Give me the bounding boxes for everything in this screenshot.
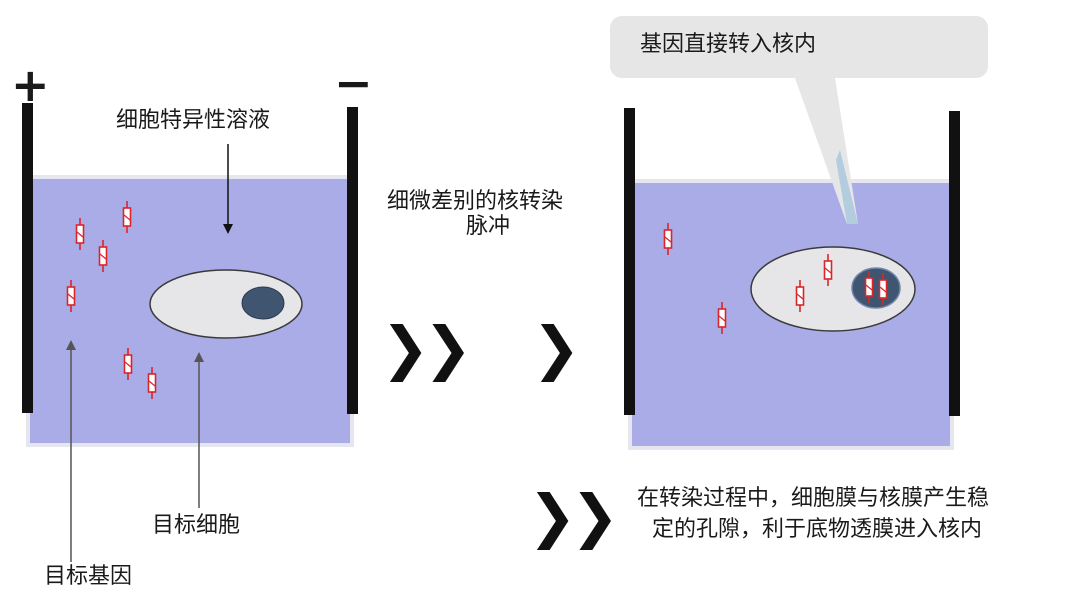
- pulse-label-line1: 细微差别的核转染: [387, 189, 564, 214]
- callout-box: [610, 16, 988, 78]
- double-chevron-arrow: ❯❯: [381, 318, 472, 378]
- solution-label: 细胞特异性溶液: [116, 108, 271, 133]
- right-cell-nucleus: [851, 267, 901, 309]
- chevron-right-icon: ❯: [423, 314, 473, 382]
- chevron-right-icon: ❯: [528, 482, 577, 550]
- plus-sign: +: [11, 58, 50, 112]
- right-right-electrode: [949, 111, 960, 416]
- callout-text: 基因直接转入核内: [640, 32, 817, 57]
- left-cell-nucleus: [241, 286, 285, 320]
- single-chevron-arrow: ❯: [532, 318, 581, 378]
- right-cuvette: [624, 108, 960, 450]
- note-line-1: 在转染过程中，细胞膜与核膜产生稳: [637, 486, 990, 511]
- chevron-right-icon: ❯: [570, 482, 620, 550]
- target-cell-label: 目标细胞: [152, 513, 241, 538]
- chevron-right-icon: ❯: [381, 314, 430, 382]
- minus-sign: −: [334, 56, 373, 110]
- right-left-electrode: [624, 108, 635, 415]
- callout-bubble: [610, 16, 988, 224]
- chevron-right-icon: ❯: [532, 314, 581, 382]
- target-gene-label: 目标基因: [44, 564, 133, 589]
- note-chevron-arrow: ❯❯: [528, 486, 619, 546]
- note-line-2: 定的孔隙，利于底物透膜进入核内: [652, 517, 983, 542]
- left-cuvette: [22, 103, 358, 562]
- left-positive-electrode: [22, 103, 33, 413]
- left-negative-electrode: [347, 107, 358, 414]
- pulse-label-line2: 脉冲: [466, 214, 511, 239]
